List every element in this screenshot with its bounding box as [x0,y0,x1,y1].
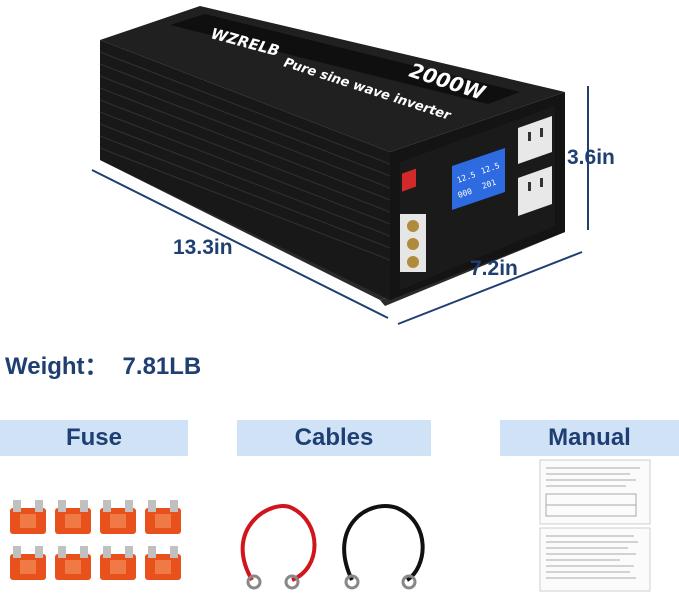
top-label-strip [170,14,520,104]
fuse-4 [145,500,181,534]
fuse-3 [100,500,136,534]
inverter-top [100,6,565,152]
cables-label: Cables [294,424,374,451]
fuse-set [10,500,181,580]
inverter-side [100,40,390,300]
width-dimension-line [397,251,583,325]
fuse-6 [55,546,91,580]
black-cable-lug-1 [344,574,360,590]
cable-set [240,504,425,590]
weight-label: Weight [5,353,85,380]
dimension-lines [91,86,589,325]
black-cable-lug-2 [401,574,417,590]
weight-separator: ： [84,353,109,380]
fuse-label: Fuse [65,424,122,451]
cables-tag: Cables [237,420,431,456]
fuse-8 [145,546,181,580]
fuse-tag: Fuse [0,420,188,456]
red-cable-lug-2 [284,574,300,590]
red-cable-lug-1 [246,574,262,590]
height-dimension-label: 3.6in [567,146,615,169]
terminal-block [400,214,426,272]
manual-page-1 [539,459,651,525]
manual-tag: Manual [500,420,679,456]
fuse-5 [10,546,46,580]
ac-outlets [518,116,552,216]
manual-pages [539,459,651,592]
weight-spec: Weight： 7.81LB [5,346,201,381]
weight-value: 7.81LB [122,353,202,380]
fuse-7 [100,546,136,580]
length-dimension-label: 13.3in [173,236,233,259]
width-dimension-label: 7.2in [470,257,518,280]
inverter-illustration: 12.5 12.5 000 201 WZRELB Pure sine wave … [91,6,589,325]
manual-label: Manual [548,424,631,451]
length-dimension-line [91,169,389,319]
fuse-1 [10,500,46,534]
black-cable [342,504,425,582]
red-cable [240,504,317,582]
fuse-2 [55,500,91,534]
power-switch [402,168,416,192]
cooling-fins [99,51,391,261]
lcd-display: 12.5 12.5 000 201 [452,148,505,210]
